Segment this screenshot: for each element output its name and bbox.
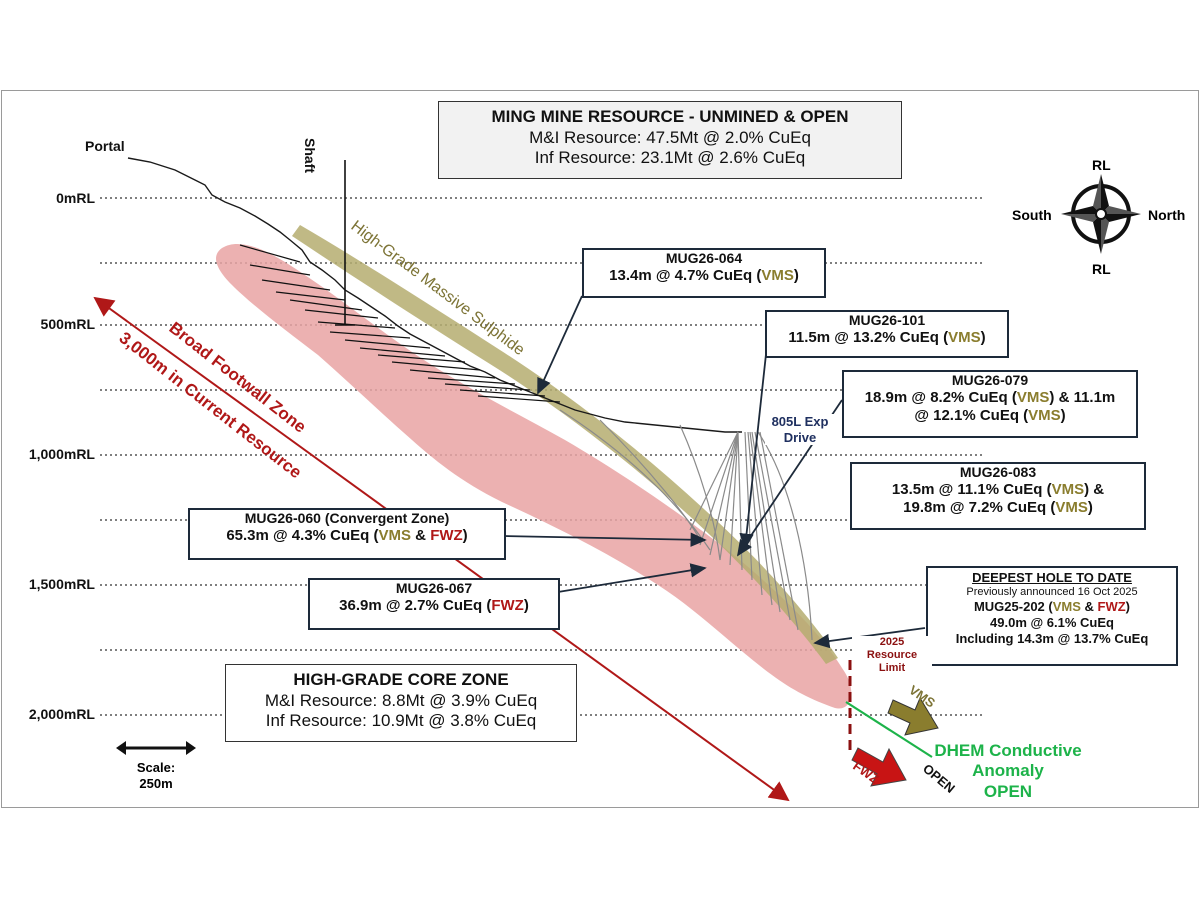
- rl-label-500: 500mRL: [40, 316, 95, 332]
- core-mi-text: M&I Resource: 8.8Mt @ 3.9% CuEq: [264, 690, 538, 710]
- rl-label-2000: 2,000mRL: [28, 706, 95, 722]
- inf-resource-text: Inf Resource: 23.1Mt @ 2.6% CuEq: [534, 148, 806, 168]
- intercept-text: 13.4m @ 4.7% CuEq (VMS): [609, 267, 799, 285]
- intercept-text: 36.9m @ 2.7% CuEq (FWZ): [339, 597, 529, 615]
- compass-top-label: RL: [1092, 157, 1111, 173]
- hole-id: MUG26-101: [848, 312, 926, 328]
- dhem-line: [845, 701, 933, 758]
- intercept-text: 65.3m @ 4.3% CuEq (VMS & FWZ): [226, 527, 468, 545]
- compass-left-label: South: [1012, 207, 1052, 223]
- portal-label: Portal: [85, 138, 125, 154]
- resource-title: MING MINE RESOURCE - UNMINED & OPEN: [491, 107, 849, 126]
- callout-mug26-064: MUG26-064 13.4m @ 4.7% CuEq (VMS): [582, 248, 826, 298]
- callout-deepest-hole: DEEPEST HOLE TO DATE Previously announce…: [926, 566, 1178, 666]
- hole-id: MUG26-079: [951, 372, 1029, 388]
- scale-label: Scale: 250m: [136, 760, 176, 792]
- intercept-text: 18.9m @ 8.2% CuEq (VMS) & 11.1m: [864, 389, 1116, 407]
- hole-id: MUG26-060 (Convergent Zone): [244, 510, 450, 526]
- deepest-title: DEEPEST HOLE TO DATE: [972, 570, 1132, 585]
- compass-bottom-label: RL: [1092, 261, 1111, 277]
- intercept-text: 11.5m @ 13.2% CuEq (VMS): [788, 329, 986, 347]
- rl-label-1500: 1,500mRL: [28, 576, 95, 592]
- core-inf-text: Inf Resource: 10.9Mt @ 3.8% CuEq: [265, 711, 537, 731]
- fwz-open-arrow: [851, 747, 907, 787]
- resource-summary-box: MING MINE RESOURCE - UNMINED & OPEN M&I …: [438, 101, 902, 179]
- rl-label-1000: 1,000mRL: [28, 446, 95, 462]
- intercept-text-2: 19.8m @ 7.2% CuEq (VMS): [903, 499, 1093, 517]
- callout-mug26-067: MUG26-067 36.9m @ 2.7% CuEq (FWZ): [308, 578, 560, 630]
- core-title: HIGH-GRADE CORE ZONE: [293, 670, 509, 689]
- hole-id: MUG26-067: [395, 580, 473, 596]
- hole-id: MUG26-064: [665, 250, 743, 266]
- deepest-intercept: 49.0m @ 6.1% CuEq: [990, 615, 1114, 631]
- deepest-hole-id: MUG25-202 (VMS & FWZ): [973, 599, 1131, 615]
- rl-label-0: 0mRL: [56, 190, 95, 206]
- deepest-subtitle: Previously announced 16 Oct 2025: [966, 585, 1138, 598]
- shaft-label: Shaft: [302, 138, 318, 173]
- callout-mug26-083: MUG26-083 13.5m @ 11.1% CuEq (VMS) & 19.…: [850, 462, 1146, 530]
- vms-open-arrow: [887, 696, 939, 736]
- deepest-including: Including 14.3m @ 13.7% CuEq: [955, 630, 1149, 646]
- dhem-label: DHEM Conductive Anomaly OPEN: [934, 741, 1082, 801]
- hole-id: MUG26-083: [959, 464, 1037, 480]
- exp-drive-label: 805L Exp Drive: [765, 414, 835, 446]
- callout-mug26-060: MUG26-060 (Convergent Zone) 65.3m @ 4.3%…: [188, 508, 506, 560]
- core-zone-box: HIGH-GRADE CORE ZONE M&I Resource: 8.8Mt…: [225, 664, 577, 742]
- compass-icon: [1061, 174, 1141, 254]
- compass-right-label: North: [1148, 207, 1186, 223]
- resource-limit-label: 2025 Resource Limit: [852, 636, 932, 676]
- hgms-band: [292, 225, 838, 664]
- callout-mug26-101: MUG26-101 11.5m @ 13.2% CuEq (VMS): [765, 310, 1009, 358]
- intercept-text-2: @ 12.1% CuEq (VMS): [914, 407, 1066, 425]
- intercept-text: 13.5m @ 11.1% CuEq (VMS) &: [891, 481, 1105, 499]
- mi-resource-text: M&I Resource: 47.5Mt @ 2.0% CuEq: [529, 127, 811, 147]
- callout-mug26-079: MUG26-079 18.9m @ 8.2% CuEq (VMS) & 11.1…: [842, 370, 1138, 438]
